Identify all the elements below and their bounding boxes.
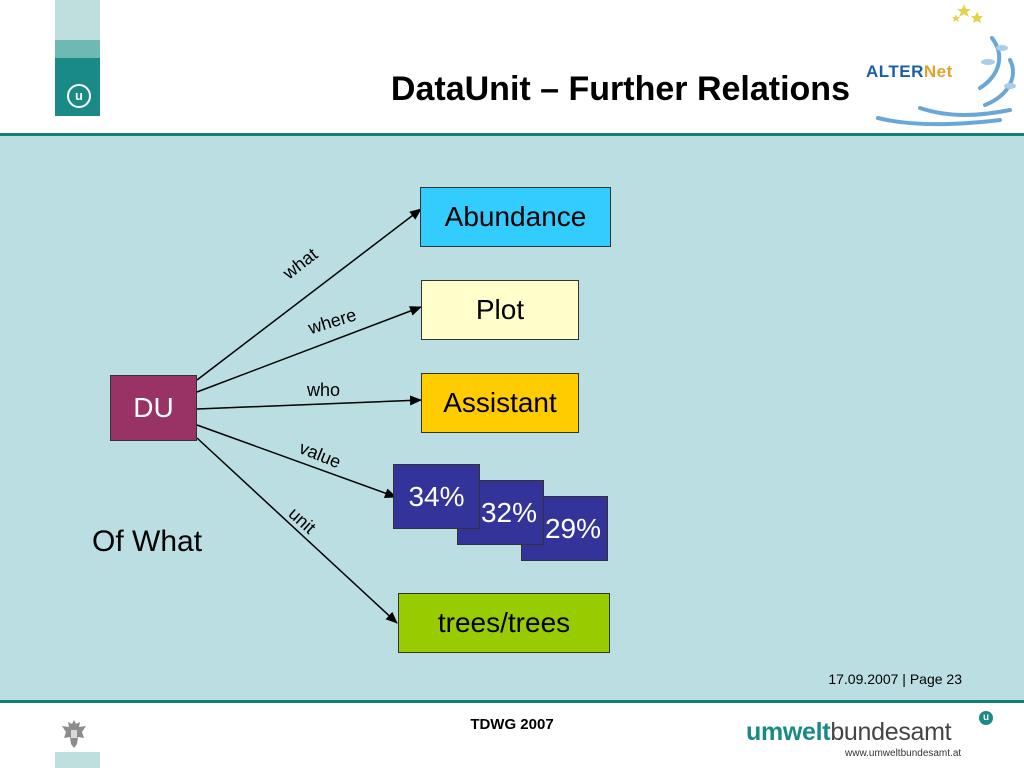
- edge-unit: [196, 437, 398, 624]
- brand-bold: umwelt: [746, 718, 831, 746]
- edge-value: [196, 424, 397, 498]
- edge-who: [196, 395, 422, 410]
- header-strip-light: [55, 0, 100, 40]
- footer-event: TDWG 2007: [470, 716, 554, 733]
- edge-where: [196, 306, 422, 393]
- edge-what: [196, 208, 422, 381]
- footer-strip: [55, 752, 100, 768]
- brand-url: www.umweltbundesamt.at: [845, 748, 962, 759]
- node-plot: Plot: [421, 280, 579, 340]
- alternet-logo-text: ALTERNet: [866, 62, 953, 82]
- umweltbundesamt-logo-icon: u: [67, 84, 91, 108]
- date-page-number: 17.09.2007 | Page 23: [828, 671, 962, 687]
- edge-label-who: who: [307, 380, 341, 400]
- brand-mark-icon: u: [979, 711, 993, 725]
- of-what-note: Of What: [92, 525, 203, 558]
- alternet-logo: [876, 4, 1016, 127]
- alternet-suffix: Net: [923, 62, 953, 81]
- logo-stars-icon: [952, 4, 983, 23]
- node-du: DU: [110, 375, 197, 441]
- node-abundance: Abundance: [420, 187, 611, 247]
- footer-rule: [0, 700, 1024, 703]
- header-strip-mid: [55, 40, 100, 58]
- brand-rest: bundesamt: [830, 718, 952, 746]
- header-rule: [0, 133, 1024, 136]
- node-value-34: 34%: [393, 464, 480, 529]
- austrian-eagle-icon: [62, 720, 86, 748]
- node-assistant: Assistant: [421, 373, 579, 433]
- alternet-prefix: ALTER: [866, 62, 924, 81]
- logo-leaf-icon: [981, 45, 1016, 89]
- node-value-32: 32%: [457, 480, 544, 545]
- node-trees: trees/trees: [398, 593, 610, 653]
- umweltbundesamt-wordmark: umweltbundesamt: [746, 718, 952, 747]
- slide-title: DataUnit – Further Relations: [390, 70, 850, 108]
